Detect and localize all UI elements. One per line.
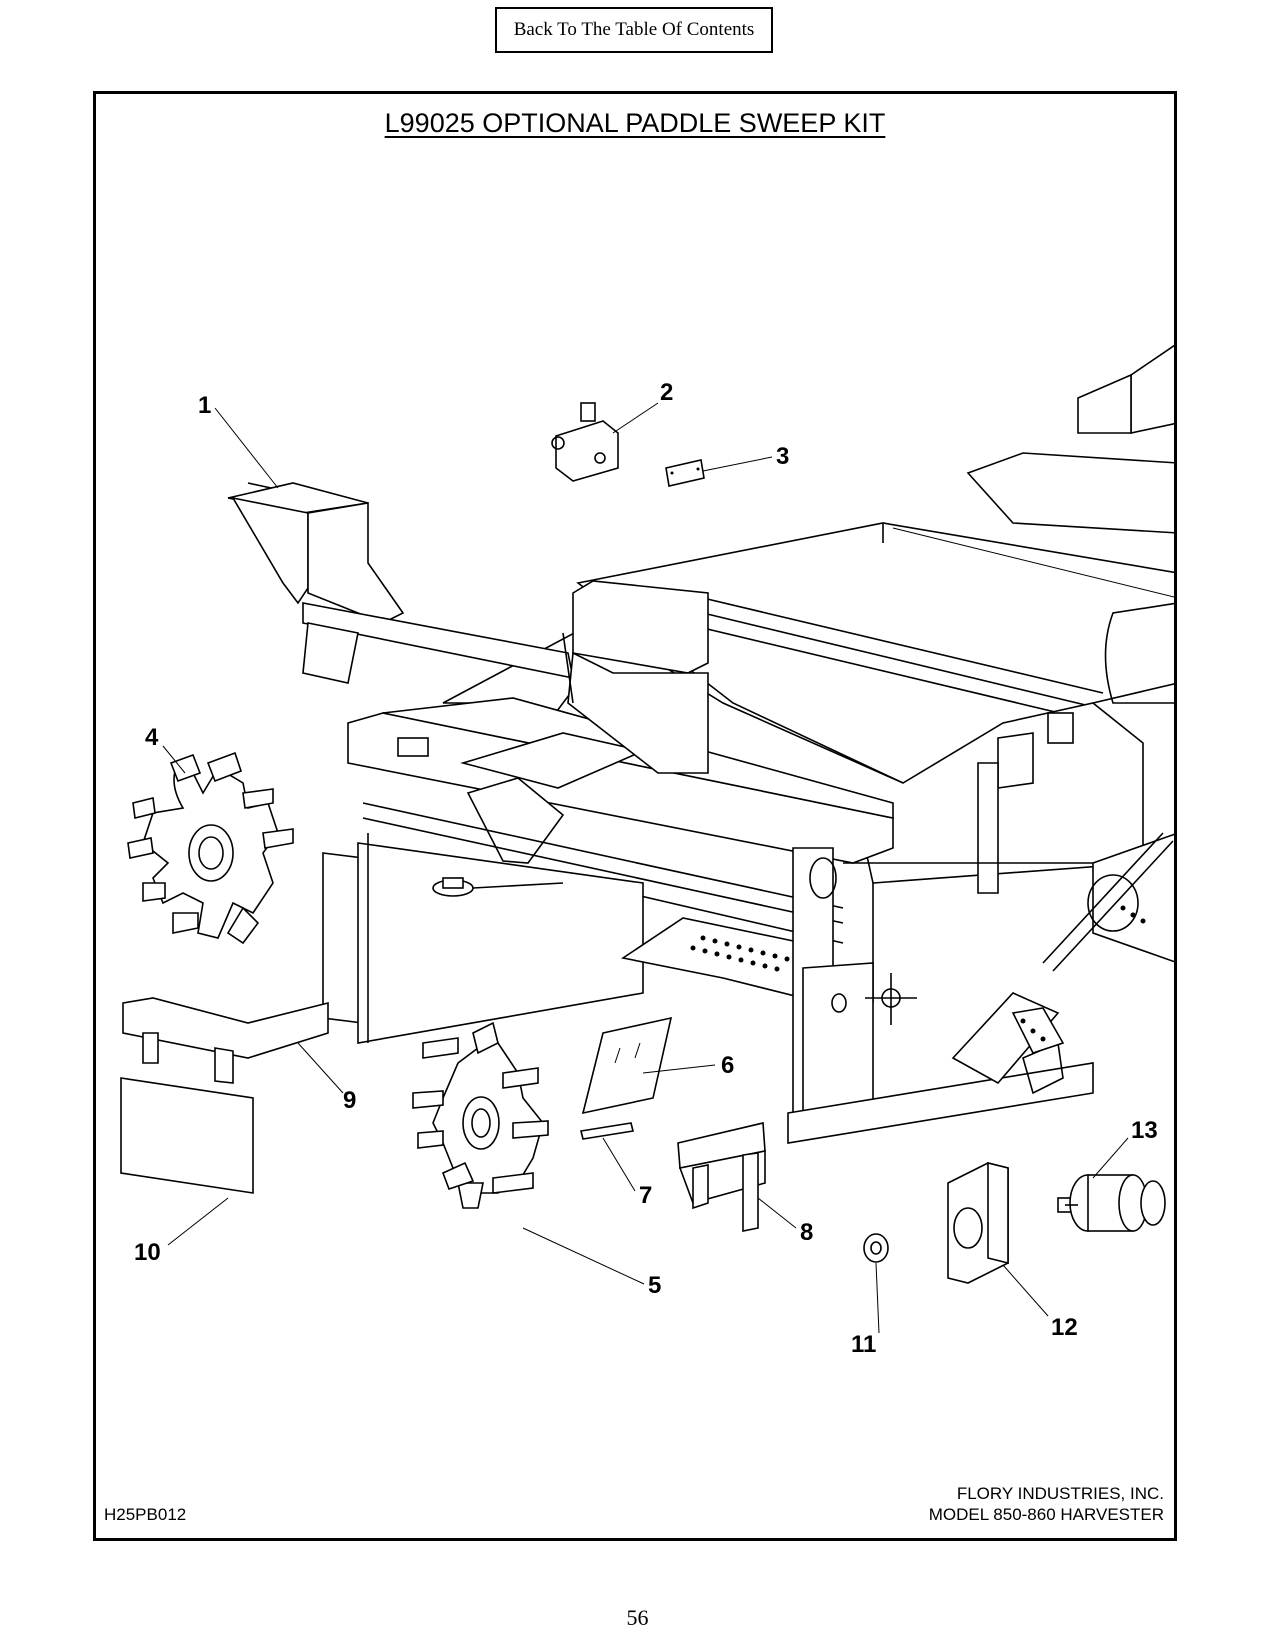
part-6-plate (581, 1016, 673, 1115)
callout-5: 5 (648, 1272, 661, 1299)
callout-7: 7 (639, 1182, 652, 1209)
leader-lines (162, 402, 1129, 1334)
model-name: MODEL 850-860 HARVESTER (928, 1505, 1164, 1524)
callout-2: 2 (660, 379, 673, 406)
part-2-valve (551, 402, 619, 482)
part-8-bracket (677, 1122, 766, 1232)
company-block: FLORY INDUSTRIES, INC. MODEL 850-860 HAR… (929, 1483, 1164, 1525)
diagram-frame: L99025 OPTIONAL PADDLE SWEEP KIT (93, 91, 1177, 1541)
part-3-plate (665, 459, 705, 487)
diagram-title: L99025 OPTIONAL PADDLE SWEEP KIT (384, 108, 886, 138)
callout-3: 3 (776, 443, 789, 470)
callout-13: 13 (1131, 1117, 1158, 1144)
part-9-bracket (122, 997, 329, 1084)
part-1-hood (227, 482, 709, 774)
drawing-code: H25PB012 (104, 1505, 187, 1524)
callout-10: 10 (134, 1239, 161, 1266)
harvester-body (322, 344, 1174, 1144)
exploded-parts-drawing: 1 2 3 4 5 6 7 8 9 10 11 12 13 (120, 344, 1174, 1358)
callout-11: 11 (851, 1331, 876, 1358)
callout-1: 1 (198, 392, 211, 419)
page-number: 56 (626, 1605, 649, 1630)
part-12-motor-mount (947, 1161, 1009, 1284)
back-to-toc-button[interactable]: Back To The Table Of Contents (495, 7, 773, 53)
part-11-collar (863, 1233, 889, 1263)
callout-9: 9 (343, 1087, 356, 1114)
callout-12: 12 (1051, 1314, 1078, 1341)
callout-8: 8 (800, 1219, 813, 1246)
part-4-paddle-wheel (127, 751, 294, 945)
part-13-hydraulic-motor (1057, 1174, 1166, 1232)
part-5-paddle-wheel (412, 1021, 549, 1209)
callout-6: 6 (721, 1052, 734, 1079)
company-name: FLORY INDUSTRIES, INC. (956, 1484, 1164, 1503)
part-7-bar (580, 1122, 634, 1140)
callout-4: 4 (145, 724, 159, 751)
callout-labels: 1 2 3 4 5 6 7 8 9 10 11 12 13 (134, 379, 1158, 1358)
part-10-panel (120, 1077, 254, 1194)
